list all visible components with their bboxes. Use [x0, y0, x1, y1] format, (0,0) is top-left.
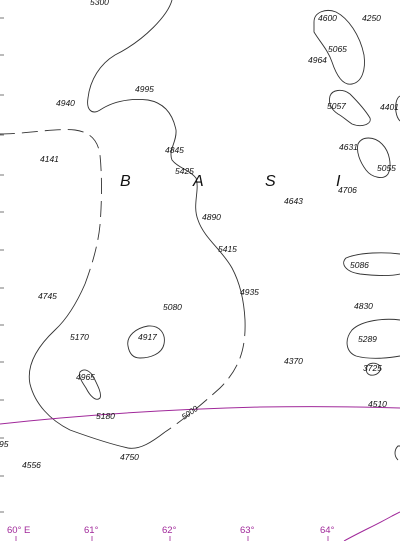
sounding: 4250 — [362, 13, 381, 23]
sounding: 5055 — [377, 163, 396, 173]
longitude-label: 61° — [84, 525, 99, 536]
sounding: 3725 — [363, 363, 382, 373]
longitude-label: 64° — [320, 525, 335, 536]
sounding: 4935 — [240, 287, 259, 297]
sounding: 4845 — [165, 145, 184, 155]
sounding: 4830 — [354, 301, 373, 311]
sounding: 4940 — [56, 98, 75, 108]
sounding: 5080 — [163, 302, 182, 312]
sounding: 5170 — [70, 332, 89, 342]
sounding: 5415 — [218, 244, 237, 254]
sounding: 4401 — [380, 102, 399, 112]
basin-letter-a: A — [192, 173, 204, 190]
contour-3725 — [365, 362, 381, 376]
parallel-line — [0, 406, 400, 425]
sounding: 4706 — [338, 185, 357, 195]
sounding: 5065 — [328, 44, 347, 54]
sounding: 4141 — [40, 154, 59, 164]
sounding: 5180 — [96, 411, 115, 421]
main-contour-upper — [87, 0, 246, 321]
basin-letter-i: I — [336, 173, 341, 190]
sounding: 4965 — [76, 372, 95, 382]
sounding: 4600 — [318, 13, 337, 23]
sounding: 4964 — [308, 55, 327, 65]
sounding: 4995 — [135, 84, 154, 94]
sounding: 5086 — [350, 260, 369, 270]
main-contour-dashed-right — [164, 319, 246, 433]
sounding: 4917 — [138, 332, 157, 342]
corner-curve — [343, 511, 400, 541]
sounding: 95 — [0, 439, 9, 449]
sounding: 4890 — [202, 212, 221, 222]
longitude-label: 60° E — [7, 525, 30, 536]
basin-letter-s: S — [265, 173, 276, 190]
sounding: 5300 — [90, 0, 109, 7]
main-contour-bottom — [28, 283, 166, 449]
contour-5086 — [343, 252, 400, 276]
sounding: 4370 — [284, 356, 303, 366]
contour-4917 — [127, 325, 165, 359]
bottom-frame-ticks — [15, 536, 329, 541]
main-contour-dashed-left — [0, 129, 102, 285]
longitude-label: 63° — [240, 525, 255, 536]
left-frame-ticks — [0, 17, 4, 513]
contour-4250-edge — [394, 445, 400, 461]
sounding: 5425 — [175, 166, 194, 176]
contour-value-label: 5000 — [180, 404, 200, 422]
sounding: 4745 — [38, 291, 57, 301]
sounding: 4510 — [368, 399, 387, 409]
contour-5055 — [357, 137, 391, 178]
sounding: 4556 — [22, 460, 41, 470]
sounding: 4631 — [339, 142, 358, 152]
sounding: 5289 — [358, 334, 377, 344]
contour-5057 — [329, 89, 371, 127]
sounding: 4750 — [120, 452, 139, 462]
contour-4965 — [79, 369, 101, 400]
sounding: 5057 — [327, 101, 346, 111]
contour-4401-edge — [395, 95, 400, 122]
sounding: 4643 — [284, 196, 303, 206]
contour-5289 — [346, 318, 400, 359]
contour-5065 — [313, 10, 365, 85]
longitude-label: 62° — [162, 525, 177, 536]
basin-letter-b: B — [120, 173, 131, 190]
